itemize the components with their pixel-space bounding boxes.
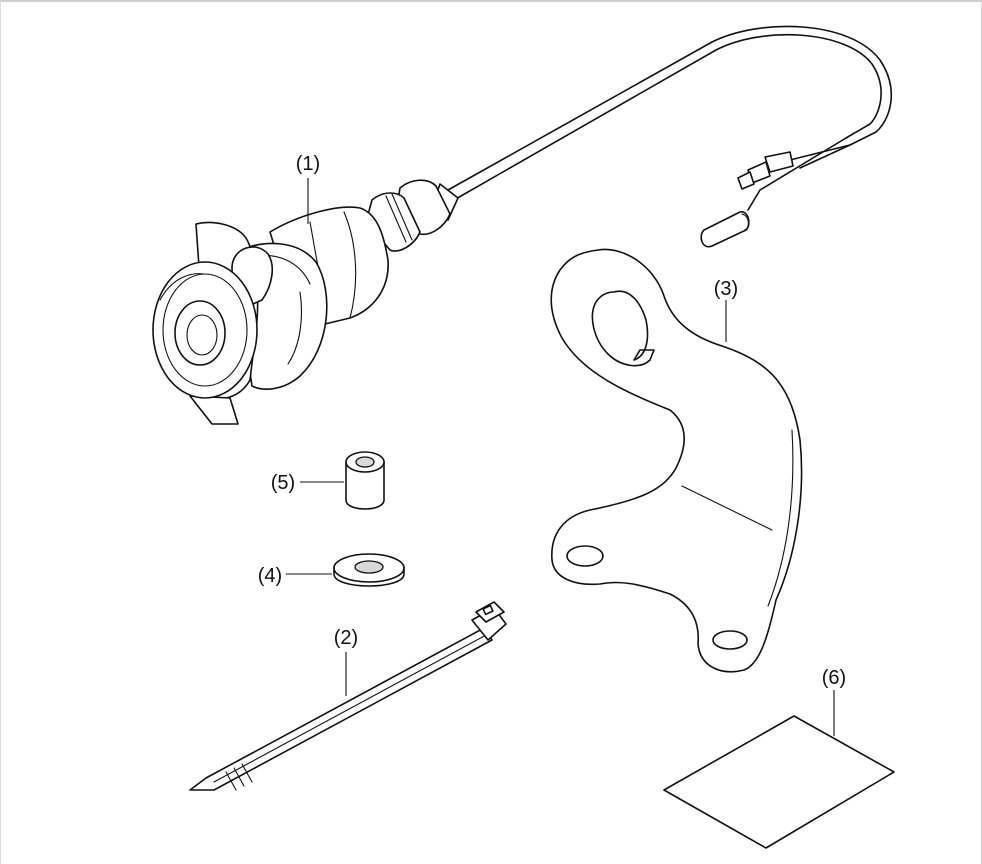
collar-illustration <box>345 451 385 510</box>
pad-illustration <box>663 715 895 849</box>
label-3: (3) <box>714 278 738 300</box>
cable-tie-illustration <box>189 601 507 791</box>
accessory-socket-illustration <box>152 25 893 425</box>
washer-illustration <box>333 553 405 587</box>
label-4: (4) <box>258 565 282 587</box>
label-6: (6) <box>822 667 846 689</box>
bracket-illustration <box>550 248 803 673</box>
label-5: (5) <box>271 472 295 494</box>
label-1: (1) <box>296 153 320 175</box>
label-2: (2) <box>334 627 358 649</box>
